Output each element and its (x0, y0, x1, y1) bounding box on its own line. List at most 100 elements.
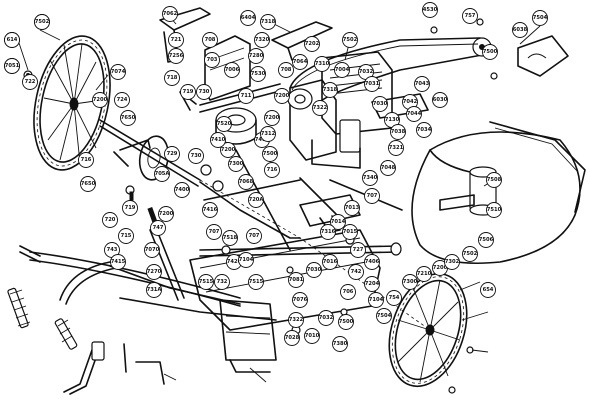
part-number: 7076 (293, 297, 308, 303)
part-number: 7034 (417, 127, 432, 133)
part-callout: 708 (278, 62, 294, 78)
part-number: 731A (147, 287, 162, 293)
part-number: 716 (81, 157, 92, 163)
part-number: 7520 (217, 121, 232, 127)
part-callout: 7300 (402, 274, 418, 290)
part-callout: 757 (462, 8, 478, 24)
part-callout: 7028 (284, 330, 300, 346)
control-lever (63, 341, 165, 395)
part-number: 730 (199, 89, 210, 95)
part-number: 724 (117, 97, 128, 103)
part-number: 7014 (331, 219, 346, 225)
part-callout: 721 (168, 32, 184, 48)
part-number: 7506 (479, 237, 494, 243)
part-number: 7300 (229, 161, 244, 167)
part-callout: 7310 (314, 56, 330, 72)
part-number: 719 (125, 205, 136, 211)
handle-grips (7, 287, 78, 350)
part-number: 7300 (403, 279, 418, 285)
part-callout: 703 (204, 52, 220, 68)
part-number: 708 (205, 37, 216, 43)
part-callout: 7518 (222, 230, 238, 246)
part-callout: 7508 (486, 172, 502, 188)
part-number: 654 (483, 287, 494, 293)
mower-deck (411, 121, 586, 265)
part-number: 7321 (389, 145, 404, 151)
part-callout: 7014 (330, 214, 346, 230)
part-number: 6404 (241, 15, 256, 21)
part-number: 7270 (147, 269, 162, 275)
part-callout: 7104 (368, 292, 384, 308)
part-callout: 7520 (216, 116, 232, 132)
part-callout: 7320 (254, 32, 270, 48)
part-number: 7004 (335, 67, 350, 73)
part-number: 6038 (513, 27, 528, 33)
part-number: 7312 (261, 131, 276, 137)
part-callout: 7064 (292, 54, 308, 70)
part-number: 711 (241, 93, 252, 99)
part-callout: 7104 (238, 252, 254, 268)
part-callout: 7316 (320, 224, 336, 240)
part-number: 7068 (239, 179, 254, 185)
part-number: 7200 (159, 211, 174, 217)
part-number: 7515 (249, 279, 264, 285)
right-wheel (388, 272, 468, 388)
part-callout: 7515 (248, 274, 264, 290)
part-number: 7316 (321, 229, 336, 235)
part-callout: 7510 (486, 202, 502, 218)
part-number: 7280 (249, 53, 264, 59)
part-number: 7318 (323, 87, 338, 93)
part-callout: 7318 (260, 14, 276, 30)
part-number: 7504 (377, 313, 392, 319)
part-callout: 747 (150, 220, 166, 236)
part-callout: 7030 (372, 96, 388, 112)
part-callout: 722 (22, 74, 38, 90)
part-number: 7416 (203, 207, 218, 213)
part-callout: 731A (146, 282, 162, 298)
part-number: 7062 (163, 11, 178, 17)
left-wheel (33, 35, 111, 171)
part-number: 7502 (35, 19, 50, 25)
part-callout: 7006 (224, 62, 240, 78)
part-callout: 707 (246, 228, 262, 244)
part-callout: 7202 (304, 36, 320, 52)
part-number: 7032 (359, 69, 374, 75)
part-number: 7302 (445, 259, 460, 265)
part-number: 757 (465, 13, 476, 19)
part-callout: 7280 (248, 48, 264, 64)
part-callout: 705A (154, 166, 170, 182)
part-callout: 6038 (512, 22, 528, 38)
part-callout: 7031 (364, 76, 380, 92)
part-callout: 7400 (174, 182, 190, 198)
part-number: 7310 (315, 61, 330, 67)
part-callout: 7051 (4, 58, 20, 74)
part-number: 7410 (211, 137, 226, 143)
part-callout: 720A (248, 192, 264, 208)
part-callout: 7410 (210, 132, 226, 148)
part-number: 7502 (463, 251, 478, 257)
part-number: 7414 (255, 137, 270, 143)
part-callout: 7200 (92, 92, 108, 108)
part-number: 7043 (415, 81, 430, 87)
part-number: 7042 (403, 99, 418, 105)
part-number: 7406 (365, 259, 380, 265)
part-number: 7074 (111, 69, 126, 75)
part-number: 7200 (433, 265, 448, 271)
part-callout: 732 (214, 274, 230, 290)
part-number: 7320 (255, 37, 270, 43)
part-callout: 742 (348, 264, 364, 280)
part-number: 742 (351, 269, 362, 275)
part-callout: 7300 (228, 156, 244, 172)
part-number: 732 (217, 279, 228, 285)
part-callout: 7030 (306, 262, 322, 278)
part-callout: 716 (78, 152, 94, 168)
part-callout: 7044 (406, 106, 422, 122)
part-number: 7038 (391, 129, 406, 135)
part-callout: 7004 (334, 62, 350, 78)
part-callout: 7322 (288, 312, 304, 328)
part-callout: 6404 (240, 10, 256, 26)
part-callout: 7016 (322, 254, 338, 270)
part-callout: 7500 (338, 314, 354, 330)
part-callout: 7312 (260, 126, 276, 142)
